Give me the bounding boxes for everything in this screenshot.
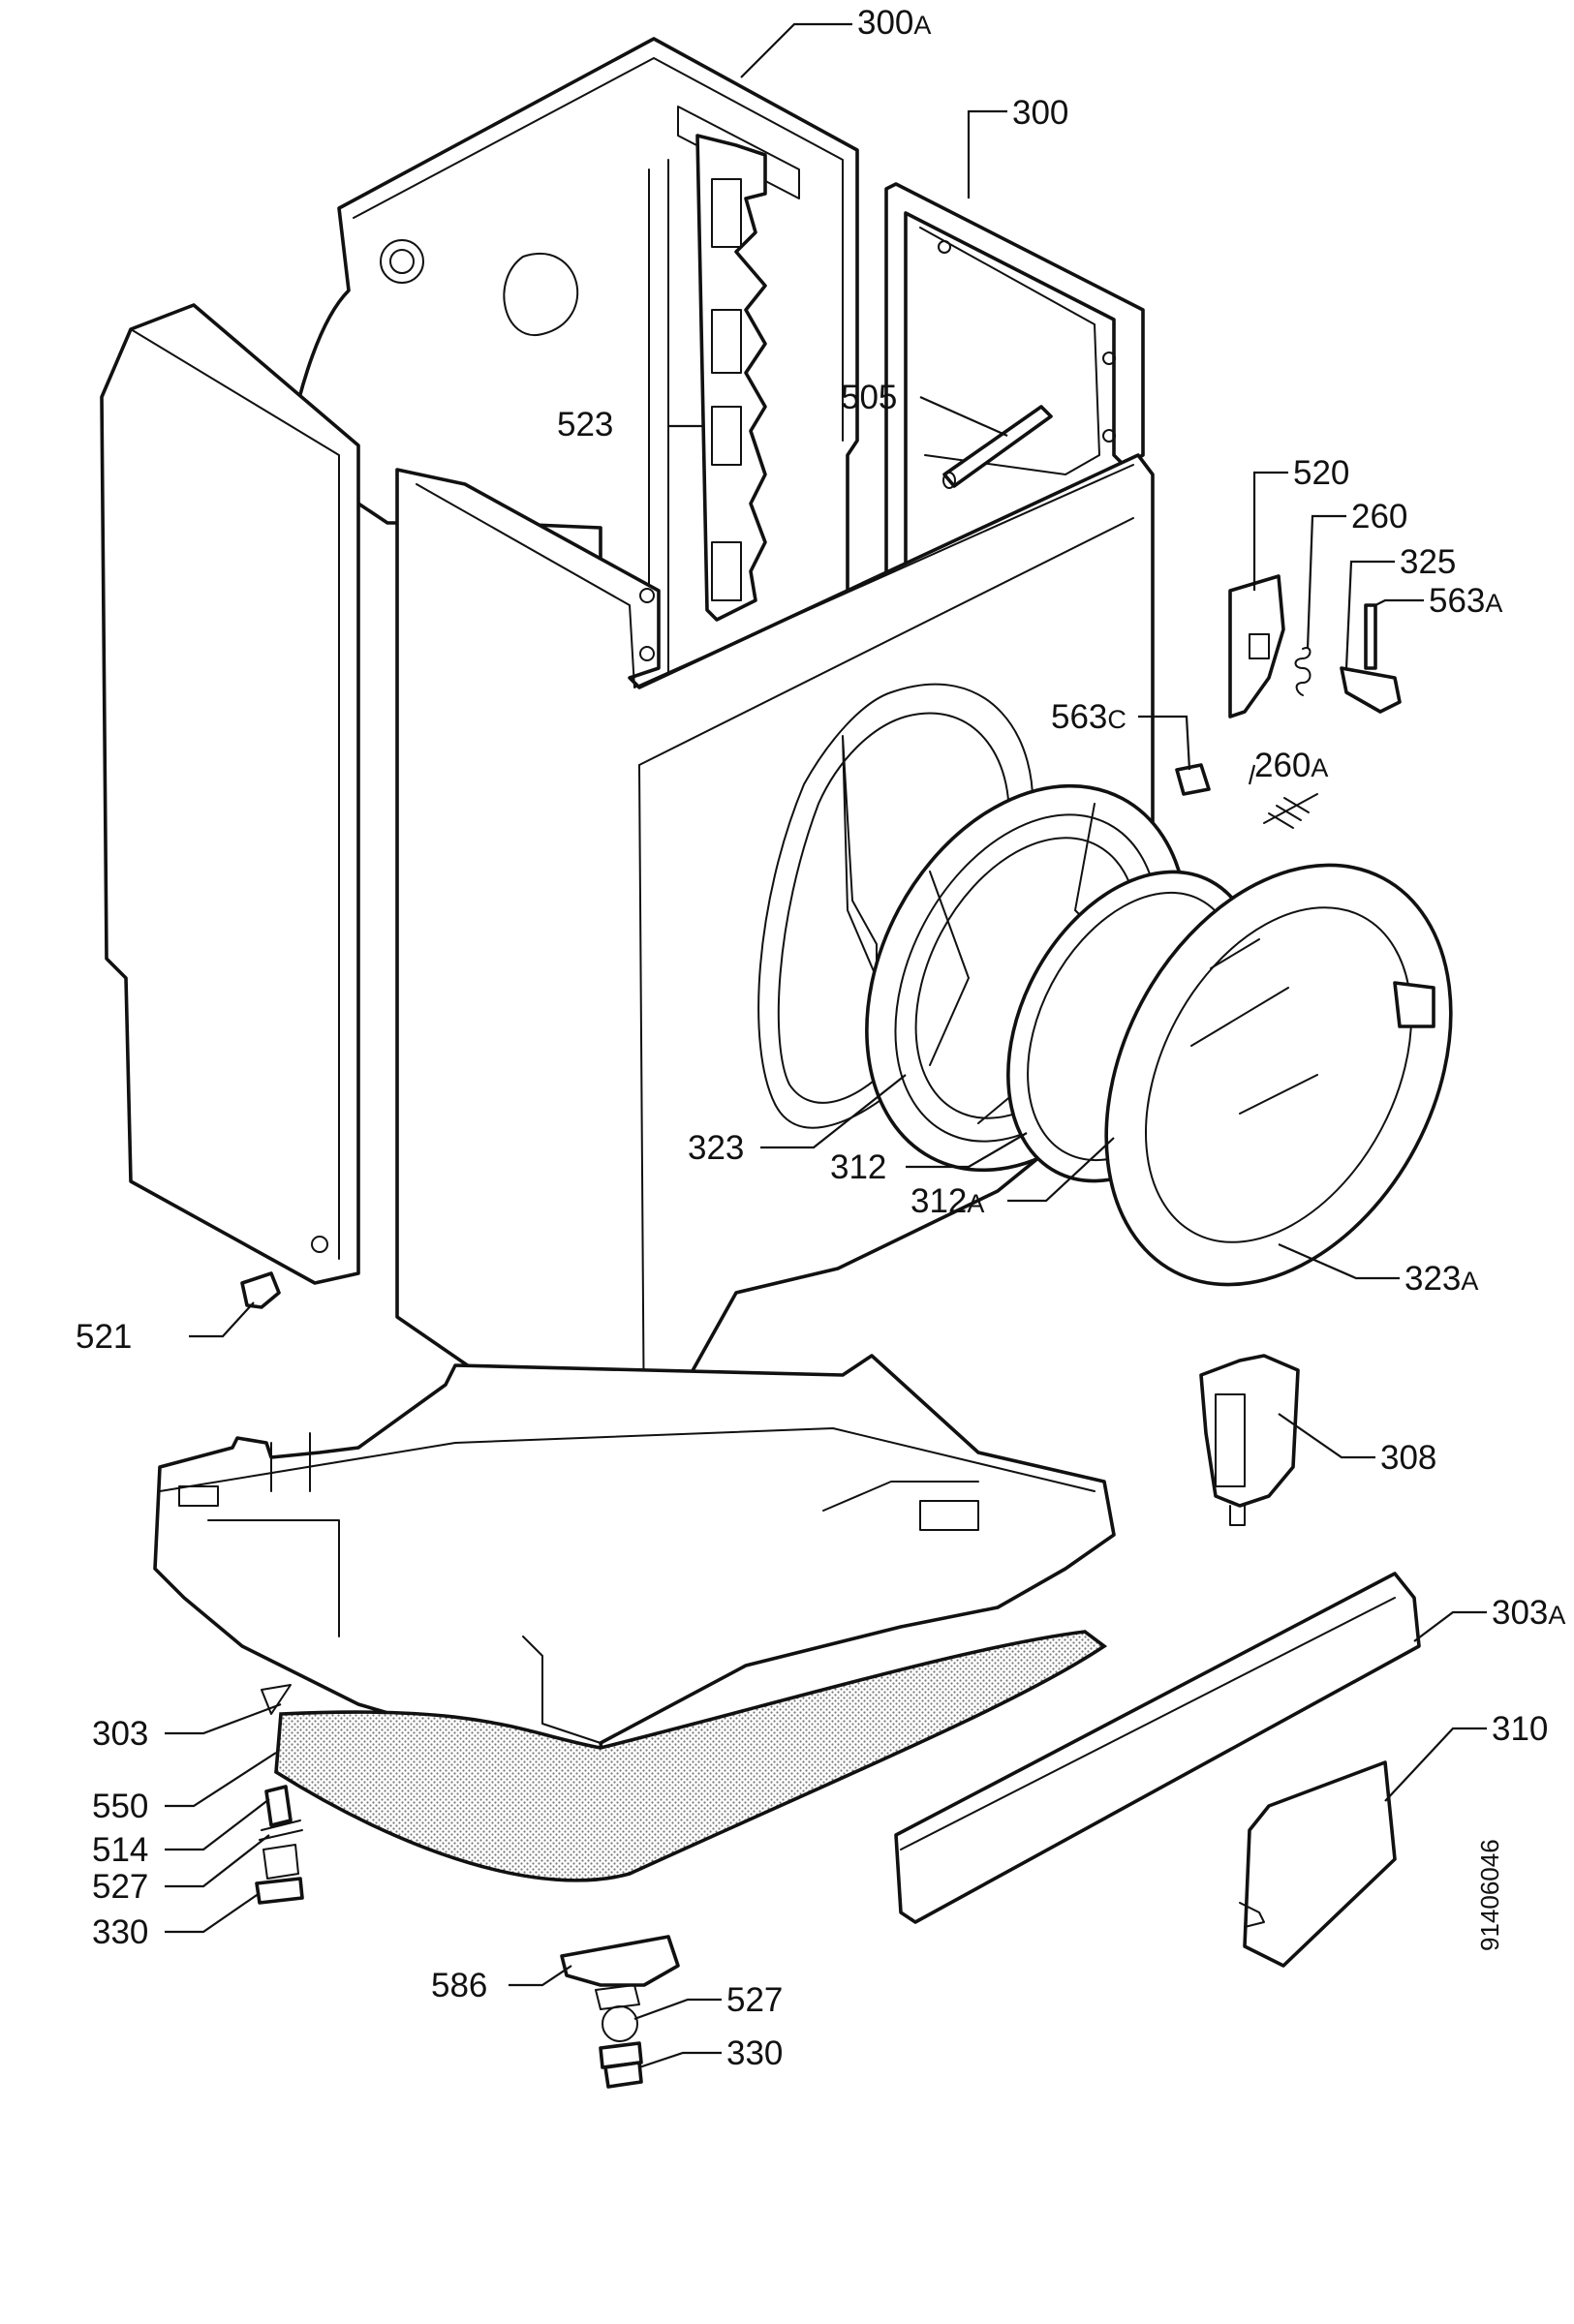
base-frame-part	[153, 1354, 1116, 1779]
leader-563C	[1138, 715, 1191, 771]
leader-308	[1278, 1413, 1375, 1459]
leader-303	[165, 1702, 282, 1735]
callout-260A: 260A	[1254, 747, 1328, 784]
left-side-panel-part	[100, 303, 360, 1285]
callout-514: 514	[92, 1831, 148, 1869]
leader-312	[906, 1132, 1028, 1169]
screw-521-part	[240, 1271, 281, 1309]
hinge-bracket-520-part	[1228, 574, 1285, 719]
leader-505	[919, 395, 1008, 438]
leader-lines	[165, 22, 1487, 2069]
callout-330-right: 330	[726, 2034, 783, 2072]
callout-550: 550	[92, 1788, 148, 1825]
spring-260-part	[1294, 647, 1312, 696]
callout-505: 505	[841, 379, 897, 416]
callout-312: 312	[830, 1148, 886, 1186]
callout-523: 523	[557, 406, 613, 443]
leader-323A	[1278, 1242, 1400, 1280]
callout-310: 310	[1492, 1710, 1548, 1748]
leader-303A	[1413, 1610, 1487, 1642]
callout-308: 308	[1380, 1439, 1436, 1477]
callout-303: 303	[92, 1715, 148, 1753]
leader-586	[509, 1965, 572, 1987]
lever-325-part	[1340, 666, 1402, 714]
spring-260A-part	[1263, 793, 1318, 829]
left-foot-stack-part	[255, 1785, 304, 1905]
kickplate-part	[894, 1572, 1421, 1924]
leader-325	[1344, 560, 1395, 669]
callout-563A: 563A	[1429, 582, 1502, 620]
right-frame-part	[884, 182, 1145, 680]
leader-300	[967, 109, 1007, 199]
leader-521	[189, 1301, 255, 1338]
callout-325: 325	[1400, 543, 1456, 581]
leader-312A	[1007, 1137, 1115, 1203]
leader-520	[1252, 471, 1288, 591]
leader-330-right	[638, 2051, 722, 2069]
service-flap-part	[1239, 1760, 1397, 1968]
rail-part	[695, 134, 767, 622]
callout-521: 521	[76, 1318, 132, 1356]
callout-520: 520	[1293, 454, 1349, 492]
rod-part	[942, 405, 1053, 489]
door-outer-ring-part	[1104, 863, 1453, 1287]
leader-563A	[1374, 598, 1424, 606]
leader-514	[165, 1798, 270, 1851]
leader-527-right	[633, 1998, 722, 2021]
leader-330-left	[165, 1892, 261, 1934]
door-hinge-part	[1199, 1354, 1300, 1526]
callout-303A: 303A	[1492, 1594, 1565, 1632]
leader-550	[165, 1752, 277, 1808]
callout-300A: 300A	[857, 4, 931, 42]
leader-323	[760, 1074, 907, 1149]
callout-527-left: 527	[92, 1868, 148, 1906]
leader-260	[1306, 514, 1346, 650]
callout-563C: 563C	[1051, 698, 1126, 736]
leader-527-left	[165, 1834, 270, 1888]
callout-312A: 312A	[910, 1182, 984, 1220]
document-number: 91406046	[1475, 1839, 1504, 1951]
callout-527-right: 527	[726, 1981, 783, 2019]
callout-260: 260	[1351, 498, 1407, 535]
filter-mat-part	[261, 1630, 1108, 1882]
leader-260A	[1248, 764, 1256, 785]
callout-330-left: 330	[92, 1913, 148, 1951]
right-foot-stack-part	[560, 1935, 680, 2089]
callout-labels: 300A 300 523 505 520 260 325 563A 563C 2…	[76, 4, 1565, 2072]
callout-323: 323	[688, 1129, 744, 1167]
screw-563C-part	[1175, 763, 1211, 796]
leader-300A	[740, 22, 852, 78]
leader-310	[1384, 1727, 1487, 1802]
callout-300: 300	[1012, 94, 1068, 132]
callout-586: 586	[431, 1967, 487, 2004]
callout-323A: 323A	[1404, 1260, 1478, 1298]
pin-563A-part	[1364, 603, 1377, 670]
